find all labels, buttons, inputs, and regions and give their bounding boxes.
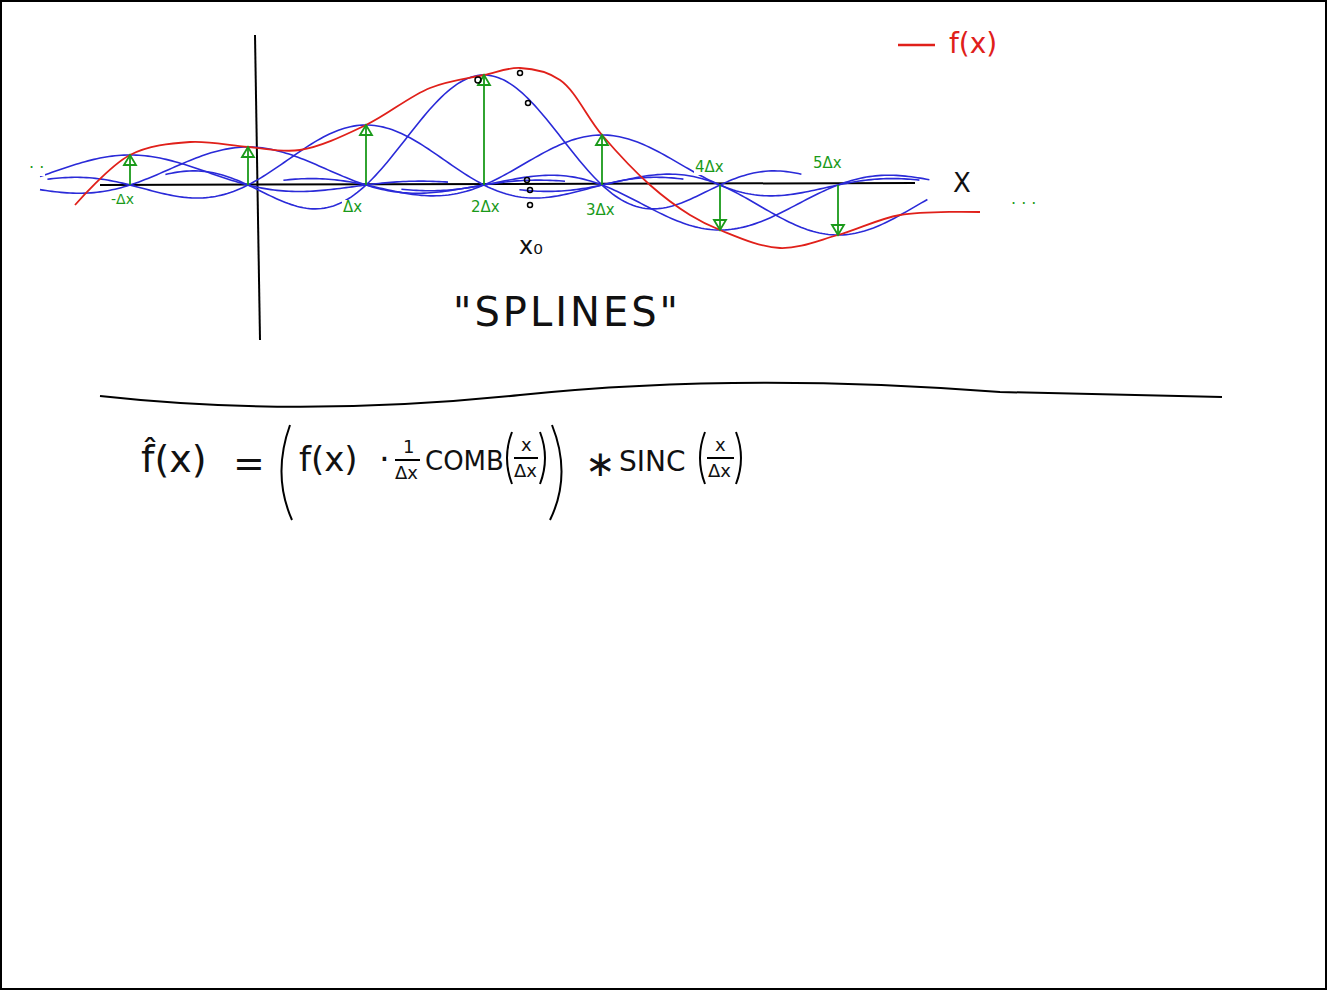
- small-paren: [507, 432, 512, 484]
- sample-impulse: [129, 155, 131, 185]
- sample-impulse: [837, 185, 839, 235]
- tick-label: 2Δx: [470, 200, 501, 215]
- small-paren: [540, 432, 545, 484]
- sample-impulse: [719, 185, 721, 230]
- formula-term: x: [520, 436, 533, 454]
- point-label: x₀: [518, 234, 544, 258]
- sinc-kernel: [283, 135, 919, 196]
- formula-term: ∗: [584, 446, 616, 482]
- formula-term: x: [714, 436, 727, 454]
- tick-label: 3Δx: [585, 203, 616, 218]
- sinc-kernel: [165, 75, 801, 209]
- sinc-kernel: [401, 175, 929, 230]
- x-axis: [100, 183, 915, 185]
- formula-term: Δx: [707, 462, 732, 480]
- formula-term: 1: [402, 438, 415, 456]
- sinc-kernel: [40, 155, 448, 192]
- continuation-dots: · · ·: [1010, 196, 1037, 212]
- impulse-head: [242, 147, 254, 157]
- impulse-head: [124, 155, 136, 165]
- tick-label: -Δx: [110, 192, 135, 206]
- impulse-head: [478, 75, 490, 85]
- sample-impulse: [365, 125, 367, 185]
- fraction-bar: [514, 457, 538, 459]
- formula-term: COMB: [424, 448, 505, 474]
- legend-text: f(x): [948, 30, 998, 58]
- fraction-bar: [707, 457, 734, 459]
- function-curve: [75, 68, 980, 248]
- wavy-divider: [100, 383, 1222, 407]
- formula-term: f(x): [298, 442, 359, 476]
- big-paren: [281, 425, 292, 520]
- formula-term: =: [232, 444, 266, 482]
- formula-term: ·: [378, 442, 391, 476]
- sample-impulse: [483, 75, 485, 185]
- formula-term: Δx: [394, 464, 419, 482]
- impulse-head: [596, 135, 608, 145]
- sample-impulse: [601, 135, 603, 185]
- big-paren: [550, 425, 562, 520]
- legend-line-sample: [898, 44, 935, 47]
- tick-label: Δx: [342, 200, 363, 215]
- title: "SPLINES": [452, 292, 682, 332]
- sample-impulse: [247, 147, 249, 185]
- axis-label: X: [952, 170, 972, 196]
- tick-label: 5Δx: [812, 156, 843, 171]
- formula-term: Δx: [513, 462, 538, 480]
- small-paren: [736, 432, 741, 484]
- fraction-bar: [395, 459, 420, 461]
- tick-label: 4Δx: [694, 160, 725, 175]
- impulse-head: [714, 220, 726, 230]
- impulse-head: [360, 125, 372, 135]
- formula-brackets: [281, 425, 741, 520]
- impulse-head: [832, 225, 844, 235]
- sample-dots: [475, 71, 533, 208]
- continuation-dots: · ·: [28, 160, 45, 176]
- formula-term: f̂(x): [140, 440, 208, 478]
- small-paren: [700, 432, 705, 484]
- formula-term: SINC: [618, 448, 687, 476]
